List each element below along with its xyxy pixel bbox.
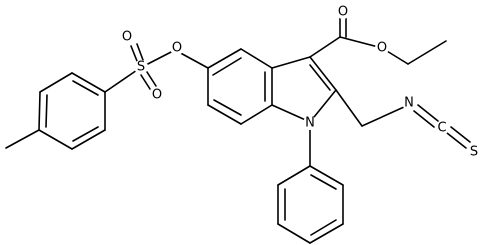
tolyl-ring-bond [38,129,73,150]
atom-label: N [404,96,414,111]
phenyl-ring-bond [277,223,311,244]
sulfonyl-sulfur: S [134,60,148,75]
isothiocyanate-sulfur: S [467,145,481,160]
ester-carbon-bond [309,36,341,58]
atom-label: N [305,116,315,131]
indole-benzo-bond [212,57,242,76]
tolyl-ring-bond [38,91,41,131]
indole-nitrogen: N [303,116,317,131]
ester-ether-oxygen: O [375,41,389,56]
phenyl-ring-bond [277,165,311,186]
methylene-nitrogen-bond [361,106,405,127]
methyl-bond [5,129,40,149]
aryl-ether-oxygen: O [170,41,184,56]
ethyl-bond [407,40,447,65]
indole-benzo-bond [240,48,273,69]
bonds [5,13,471,244]
atom-label: S [470,145,478,160]
c-s-double-bond [450,126,471,143]
pyrrole-bond [309,89,337,123]
sulfonyl-double-bond [136,43,144,61]
c-s-double-bond [446,132,467,149]
sulfonyl-double-bond [140,74,151,90]
pyrrole-bond [271,104,311,123]
pyrrole-bond [271,56,311,69]
tolyl-ring-bond [45,94,48,128]
ester-oxygen-bond [339,36,383,49]
pyrrole-bond [309,56,337,91]
indole-benzo-bond [207,48,242,69]
atom-label: O [122,30,132,45]
atom-labels: O O N C S N O S [120,5,481,160]
isothiocyanate-nitrogen: N [402,96,416,111]
pyrrole-bond [309,64,331,91]
tolyl-ring-bond [39,72,73,93]
ester-carbonyl-oxygen: O [336,5,350,20]
sulfonyl-oxygen-top: O [120,30,134,45]
phenyl-ring-bond [309,223,344,244]
tolyl-ring-bond [71,72,106,93]
indole-benzo-bond [240,104,273,125]
phenyl-ring-bond [310,174,337,190]
indole-benzo-bond [207,104,242,125]
tolyl-ring-bond [72,126,99,142]
methylene-bond [335,89,363,127]
tolyl-ring-bond [72,80,99,96]
sulfonyl-double-bond [130,45,138,62]
phenyl-ring-bond [309,165,344,186]
aryl-sulfur-bond [104,67,141,93]
atom-label: O [152,88,162,103]
atom-label: O [172,41,182,56]
n-c-double-bond [417,104,439,122]
isothiocyanate-carbon: C [435,121,449,136]
atom-label: O [338,5,348,20]
sulfonyl-oxygen-bottom: O [150,88,164,103]
atom-label: C [437,121,446,136]
indole-benzo-bond [213,99,242,116]
atom-label: S [137,60,145,75]
atom-label: O [377,41,387,56]
sulfonyl-double-bond [146,71,157,87]
tolyl-ring-bond [71,129,106,150]
n-c-double-bond [413,110,435,128]
phenyl-ring-bond [310,219,337,236]
